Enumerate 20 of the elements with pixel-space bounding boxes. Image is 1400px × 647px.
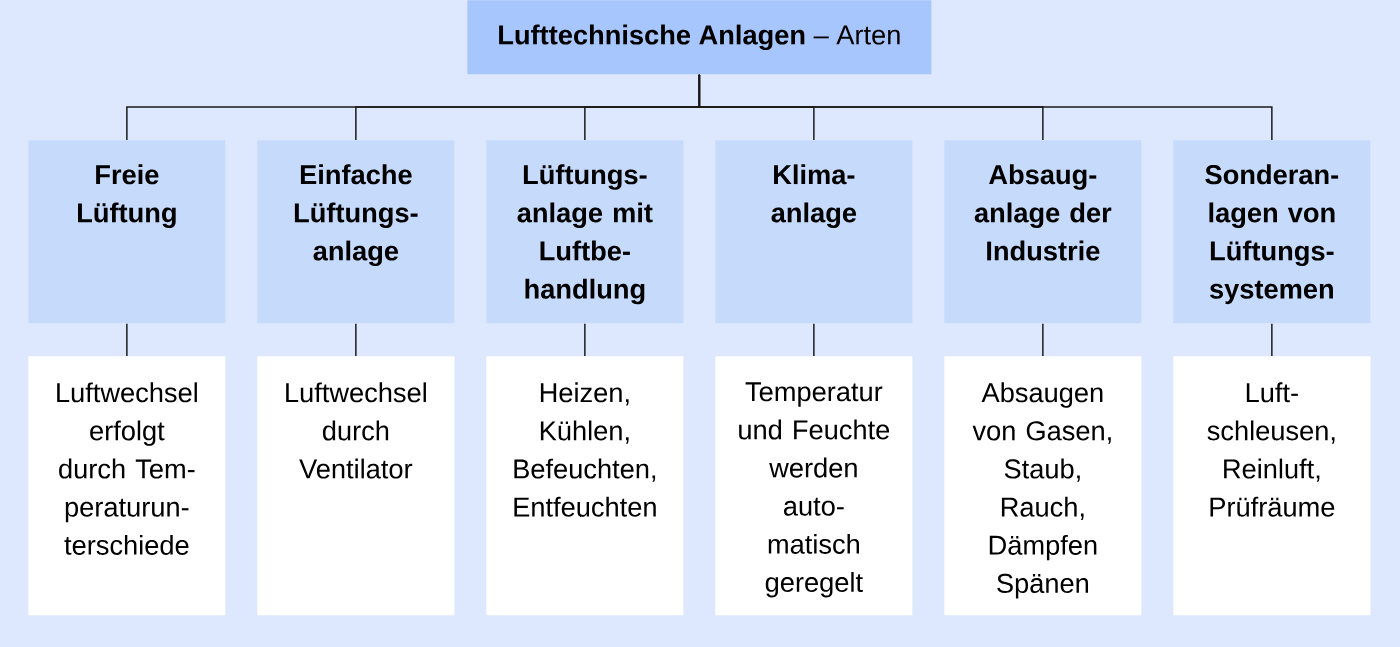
description-box: Luftwechsel erfolgt durch Tem- peraturun- terschiede <box>28 356 226 616</box>
category-box: Einfache Lüftungs- anlage <box>257 140 455 324</box>
connector-line <box>584 322 586 357</box>
description-box: Heizen, Kühlen, Befeuchten, Entfeuchten <box>486 356 684 616</box>
connector-line <box>1271 322 1273 357</box>
connector-line <box>813 322 815 357</box>
connector-line <box>698 73 1273 141</box>
category-box: Klima- anlage <box>715 140 913 324</box>
category-box: Absaug- anlage der Industrie <box>944 140 1142 324</box>
description-box: Luftwechsel durch Ventilator <box>257 356 455 616</box>
category-box: Lüftungs- anlage mit Luftbe- handlung <box>486 140 684 324</box>
category-box: Sonderan- lagen von Lüftungs- systemen <box>1173 140 1371 324</box>
connector-line <box>1042 322 1044 357</box>
title-box: Lufttechnische Anlagen – Arten <box>467 0 932 75</box>
category-box: Freie Lüftung <box>28 140 226 324</box>
connector-line <box>355 322 357 357</box>
connector-line <box>126 322 128 357</box>
description-box: Luft- schleusen, Reinluft, Prüfräume <box>1173 356 1371 616</box>
description-box: Temperatur und Feuchte werden auto- matisch geregelt <box>715 356 913 616</box>
description-box: Absaugen von Gasen, Staub, Rauch, Dämpfen Spänen <box>944 356 1142 616</box>
